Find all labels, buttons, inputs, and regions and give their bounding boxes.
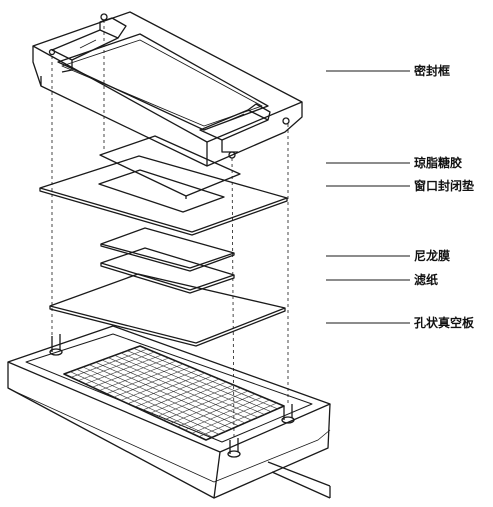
- well-grid-line: [198, 402, 277, 437]
- label-nylon-membrane: 尼龙膜: [414, 249, 451, 263]
- well-grid-line: [106, 363, 184, 395]
- well-grid-line: [177, 393, 256, 428]
- well-grid-line: [191, 399, 270, 434]
- well-grid-line: [70, 348, 148, 378]
- well-grid-line: [134, 375, 213, 408]
- well-grid-line: [92, 357, 169, 388]
- well-grid-line: [78, 351, 155, 381]
- label-vacuum-plate: 孔状真空板: [414, 316, 475, 330]
- label-window-gasket: 窗口封闭垫: [414, 179, 475, 193]
- nylon-membrane-part: [100, 227, 235, 272]
- seal-frame-part: [32, 11, 303, 167]
- well-grid-line: [184, 396, 263, 431]
- well-grid-line: [156, 384, 234, 418]
- well-grid-line: [149, 381, 227, 414]
- well-grid-line: [141, 378, 220, 411]
- agarose-gel-part: [99, 135, 241, 199]
- well-grid-line: [85, 354, 162, 385]
- leader-lines: [326, 70, 410, 324]
- well-grid-line: [170, 390, 249, 424]
- well-grid-line: [113, 366, 191, 398]
- window-gasket-part: [39, 155, 288, 236]
- label-seal-frame: 密封框: [414, 64, 451, 78]
- well-grid-line: [163, 387, 241, 421]
- vacuum-plate-base: [7, 325, 331, 499]
- label-filter-paper: 滤纸: [414, 273, 439, 287]
- well-grid-line: [120, 369, 198, 401]
- well-grid: [70, 348, 278, 438]
- plate-sheet-part: [49, 273, 286, 347]
- well-grid-line: [127, 372, 205, 404]
- alignment-guides: [51, 20, 289, 439]
- label-agarose-gel: 琼脂糖胶: [414, 156, 463, 170]
- well-grid-line: [99, 360, 177, 391]
- filter-paper-part: [100, 247, 235, 294]
